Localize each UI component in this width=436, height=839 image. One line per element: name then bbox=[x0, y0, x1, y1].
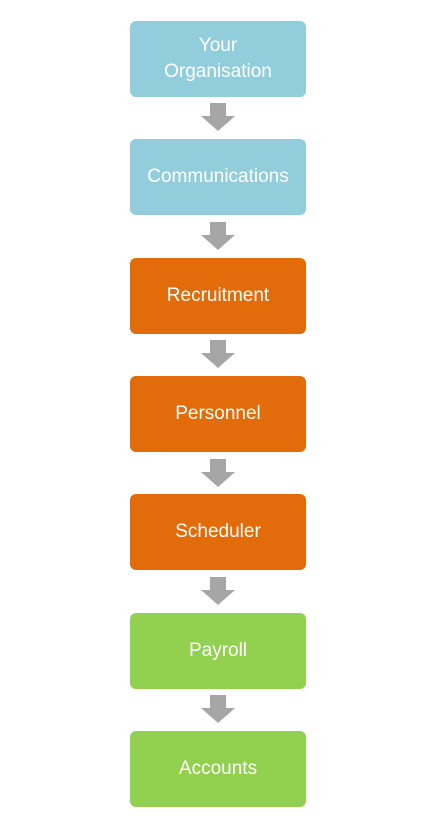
step-personnel: Personnel bbox=[130, 376, 306, 452]
step-accounts: Accounts bbox=[130, 731, 306, 807]
step-communications: Communications bbox=[130, 139, 306, 215]
step-scheduler: Scheduler bbox=[130, 494, 306, 570]
down-arrow-icon bbox=[201, 103, 235, 131]
step-payroll: Payroll bbox=[130, 613, 306, 689]
down-arrow-icon bbox=[201, 459, 235, 487]
down-arrow-icon bbox=[201, 695, 235, 723]
down-arrow-icon bbox=[201, 340, 235, 368]
step-recruitment: Recruitment bbox=[130, 258, 306, 334]
down-arrow-icon bbox=[201, 577, 235, 605]
down-arrow-icon bbox=[201, 222, 235, 250]
step-your-organisation: Your Organisation bbox=[130, 21, 306, 97]
